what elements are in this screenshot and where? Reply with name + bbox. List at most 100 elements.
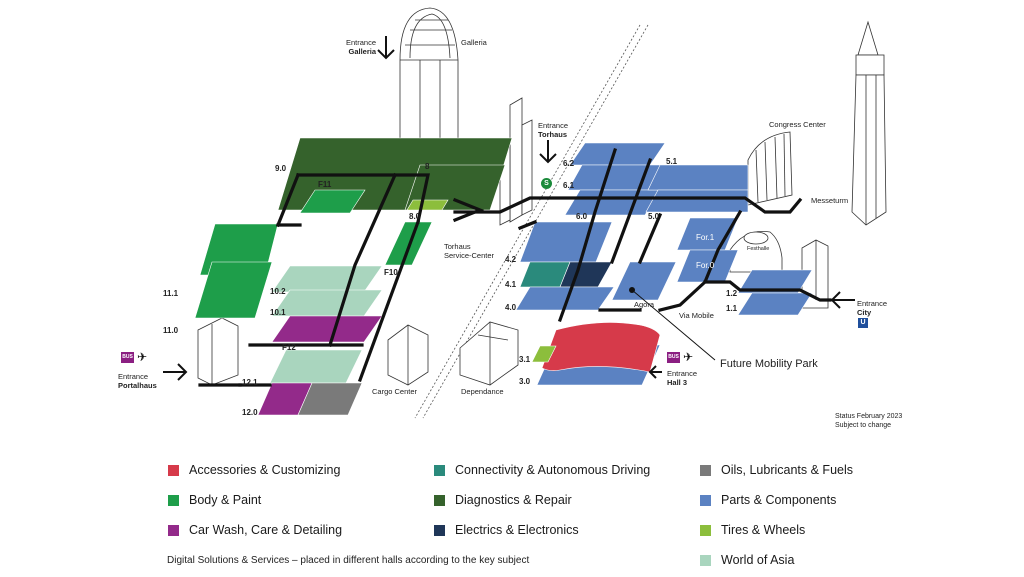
hall-4-0 (515, 286, 615, 311)
entrance-arrows (163, 36, 855, 381)
hall-label-4-2: 4.2 (505, 255, 517, 264)
legend-label: Car Wash, Care & Detailing (189, 523, 343, 537)
hall-label-6-2: 6.2 (563, 159, 575, 168)
hall-label-1-1: 1.1 (726, 304, 738, 313)
hall-8 (404, 164, 506, 211)
label-festhalle: Festhalle (747, 246, 770, 252)
legend-label: Diagnostics & Repair (455, 493, 572, 507)
label-galleria: Galleria (461, 38, 487, 47)
hall-label-6-1: 6.1 (563, 181, 575, 190)
label-agora: Agora (634, 300, 655, 309)
galleria-building (399, 7, 459, 161)
legend-label: Tires & Wheels (721, 523, 806, 537)
hall-label-3-0: 3.0 (519, 377, 531, 386)
legend-label: Electrics & Electronics (455, 523, 579, 537)
dependance-building (459, 321, 519, 386)
hall-label-4-0: 4.0 (505, 303, 517, 312)
hall-label-1-2: 1.2 (726, 289, 738, 298)
legend-label: Body & Paint (189, 493, 262, 507)
legend-swatch (700, 494, 711, 506)
legend-item-oils: Oils, Lubricants & Fuels (700, 462, 853, 478)
legend-label: Connectivity & Autonomous Driving (455, 463, 651, 477)
hall-10-1 (271, 289, 383, 317)
hall-label-for-1: For.1 (696, 233, 715, 242)
future-mobility-park-label: Future Mobility Park (720, 358, 818, 370)
hall-label-f10: F10 (384, 268, 398, 277)
legend-item-body-paint: Body & Paint (168, 492, 261, 508)
label-messeturm: Messeturm (811, 196, 849, 205)
arrow-city (830, 291, 855, 309)
cargo-center-building (387, 324, 429, 386)
hall-12-0-oils (297, 382, 363, 416)
hall-label-12-1: 12.1 (242, 378, 258, 387)
arrow-torhaus (539, 140, 557, 164)
bus-badge-portalhaus: BUS (121, 352, 134, 363)
bus-badge-hall3: BUS (667, 352, 680, 363)
hall-label-5-0: 5.0 (648, 212, 660, 221)
hall-label-11-0: 11.0 (163, 326, 179, 335)
legend-swatch (434, 464, 445, 476)
legend-swatch (700, 464, 711, 476)
legend-item-electrics: Electrics & Electronics (434, 522, 579, 538)
legend-label: World of Asia (721, 553, 795, 567)
footnote: Digital Solutions & Services – placed in… (167, 555, 530, 566)
hall-label-12-0: 12.0 (242, 408, 258, 417)
halls-east (515, 142, 813, 386)
legend-label: Parts & Components (721, 493, 837, 507)
hall-label-10-1: 10.1 (270, 308, 286, 317)
hall-f11 (299, 189, 366, 214)
portalhaus-building (197, 317, 239, 386)
congress-center-building (747, 131, 793, 206)
messeturm-building (851, 20, 887, 226)
hall-label-5-1: 5.1 (666, 157, 678, 166)
legend-swatch (700, 524, 711, 536)
walkways (198, 147, 832, 387)
hall-1-1 (737, 292, 813, 316)
legend-item-parts: Parts & Components (700, 492, 836, 508)
hall-5-1 (647, 164, 749, 191)
hall-label-6-0: 6.0 (576, 212, 588, 221)
legend-item-world-of-asia: World of Asia (700, 552, 794, 568)
hall-12-1 (269, 349, 363, 384)
hall-agora (611, 261, 677, 301)
legend-item-car-wash: Car Wash, Care & Detailing (168, 522, 342, 538)
legend-label: Accessories & Customizing (189, 463, 341, 477)
legend-swatch (434, 524, 445, 536)
legend-swatch (168, 524, 179, 536)
legend-item-accessories: Accessories & Customizing (168, 462, 340, 478)
hall-label-8-0: 8.0 (409, 212, 421, 221)
hall-label-f11: F11 (318, 180, 332, 189)
arrow-galleria (377, 36, 395, 60)
arrow-portalhaus (163, 363, 188, 381)
legend-item-tires: Tires & Wheels (700, 522, 805, 538)
label-via-mobile: Via Mobile (679, 311, 714, 320)
hall-11-0 (194, 261, 273, 319)
hall-label-9-0: 9.0 (275, 164, 287, 173)
hall-label-8: 8 (425, 162, 430, 171)
hall-label-10-2: 10.2 (270, 287, 286, 296)
hall-8-0 (406, 199, 449, 211)
hall-10-2 (271, 265, 383, 293)
hall-label-3-1: 3.1 (519, 355, 531, 364)
arrow-hall3 (648, 365, 662, 379)
legend-item-connectivity: Connectivity & Autonomous Driving (434, 462, 650, 478)
airplane-icon: ✈ (683, 350, 694, 364)
hall-3-1-accessories (541, 322, 661, 373)
legend-swatch (168, 494, 179, 506)
hall-label-f12: F12 (282, 343, 296, 352)
legend-swatch (434, 494, 445, 506)
hall-5-0 (645, 189, 749, 213)
hall-4-2 (519, 221, 613, 263)
label-congress-center: Congress Center (769, 120, 826, 129)
label-cargo-center: Cargo Center (372, 387, 418, 396)
hall-label-for-0: For.0 (696, 261, 715, 270)
torhaus-building (499, 97, 533, 226)
festhalle-building (729, 231, 829, 309)
hall-label-4-1: 4.1 (505, 280, 517, 289)
status-note: Status February 2023 Subject to change (835, 413, 903, 429)
